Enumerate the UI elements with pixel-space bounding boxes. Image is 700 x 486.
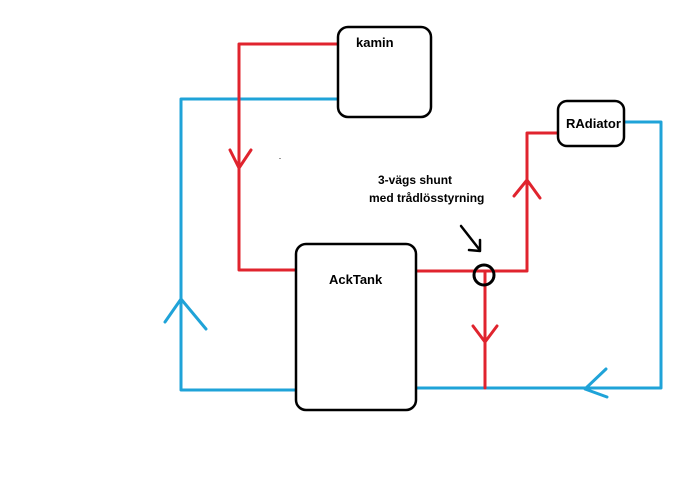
radiator-label: RAdiator	[566, 116, 621, 131]
kamin-return-pipe	[179, 97, 340, 392]
down-arrow-left	[228, 148, 253, 170]
left-arrow-bottom	[583, 367, 609, 399]
stray-mark	[279, 158, 281, 159]
acktank-box	[294, 242, 418, 412]
shunt-annotation-line1: 3-vägs shunt	[378, 173, 452, 187]
arrow-pointer-icon	[459, 224, 482, 253]
shunt-annotation-line2: med trådlösstyrning	[369, 191, 484, 205]
tank-to-radiator-pipe	[414, 131, 560, 273]
up-arrow-left	[163, 297, 208, 331]
up-arrow-right	[512, 178, 542, 200]
kamin-box	[336, 25, 433, 119]
radiator-box	[556, 99, 626, 148]
hot-pipes	[228, 42, 560, 390]
radiator-return-pipe	[414, 120, 663, 390]
kamin-label: kamin	[356, 35, 394, 50]
circle-valve-icon	[472, 263, 496, 287]
acktank-label: AckTank	[329, 272, 383, 287]
kamin-supply-pipe	[237, 42, 340, 272]
cold-pipes	[163, 97, 663, 399]
down-arrow-middle	[471, 324, 499, 344]
